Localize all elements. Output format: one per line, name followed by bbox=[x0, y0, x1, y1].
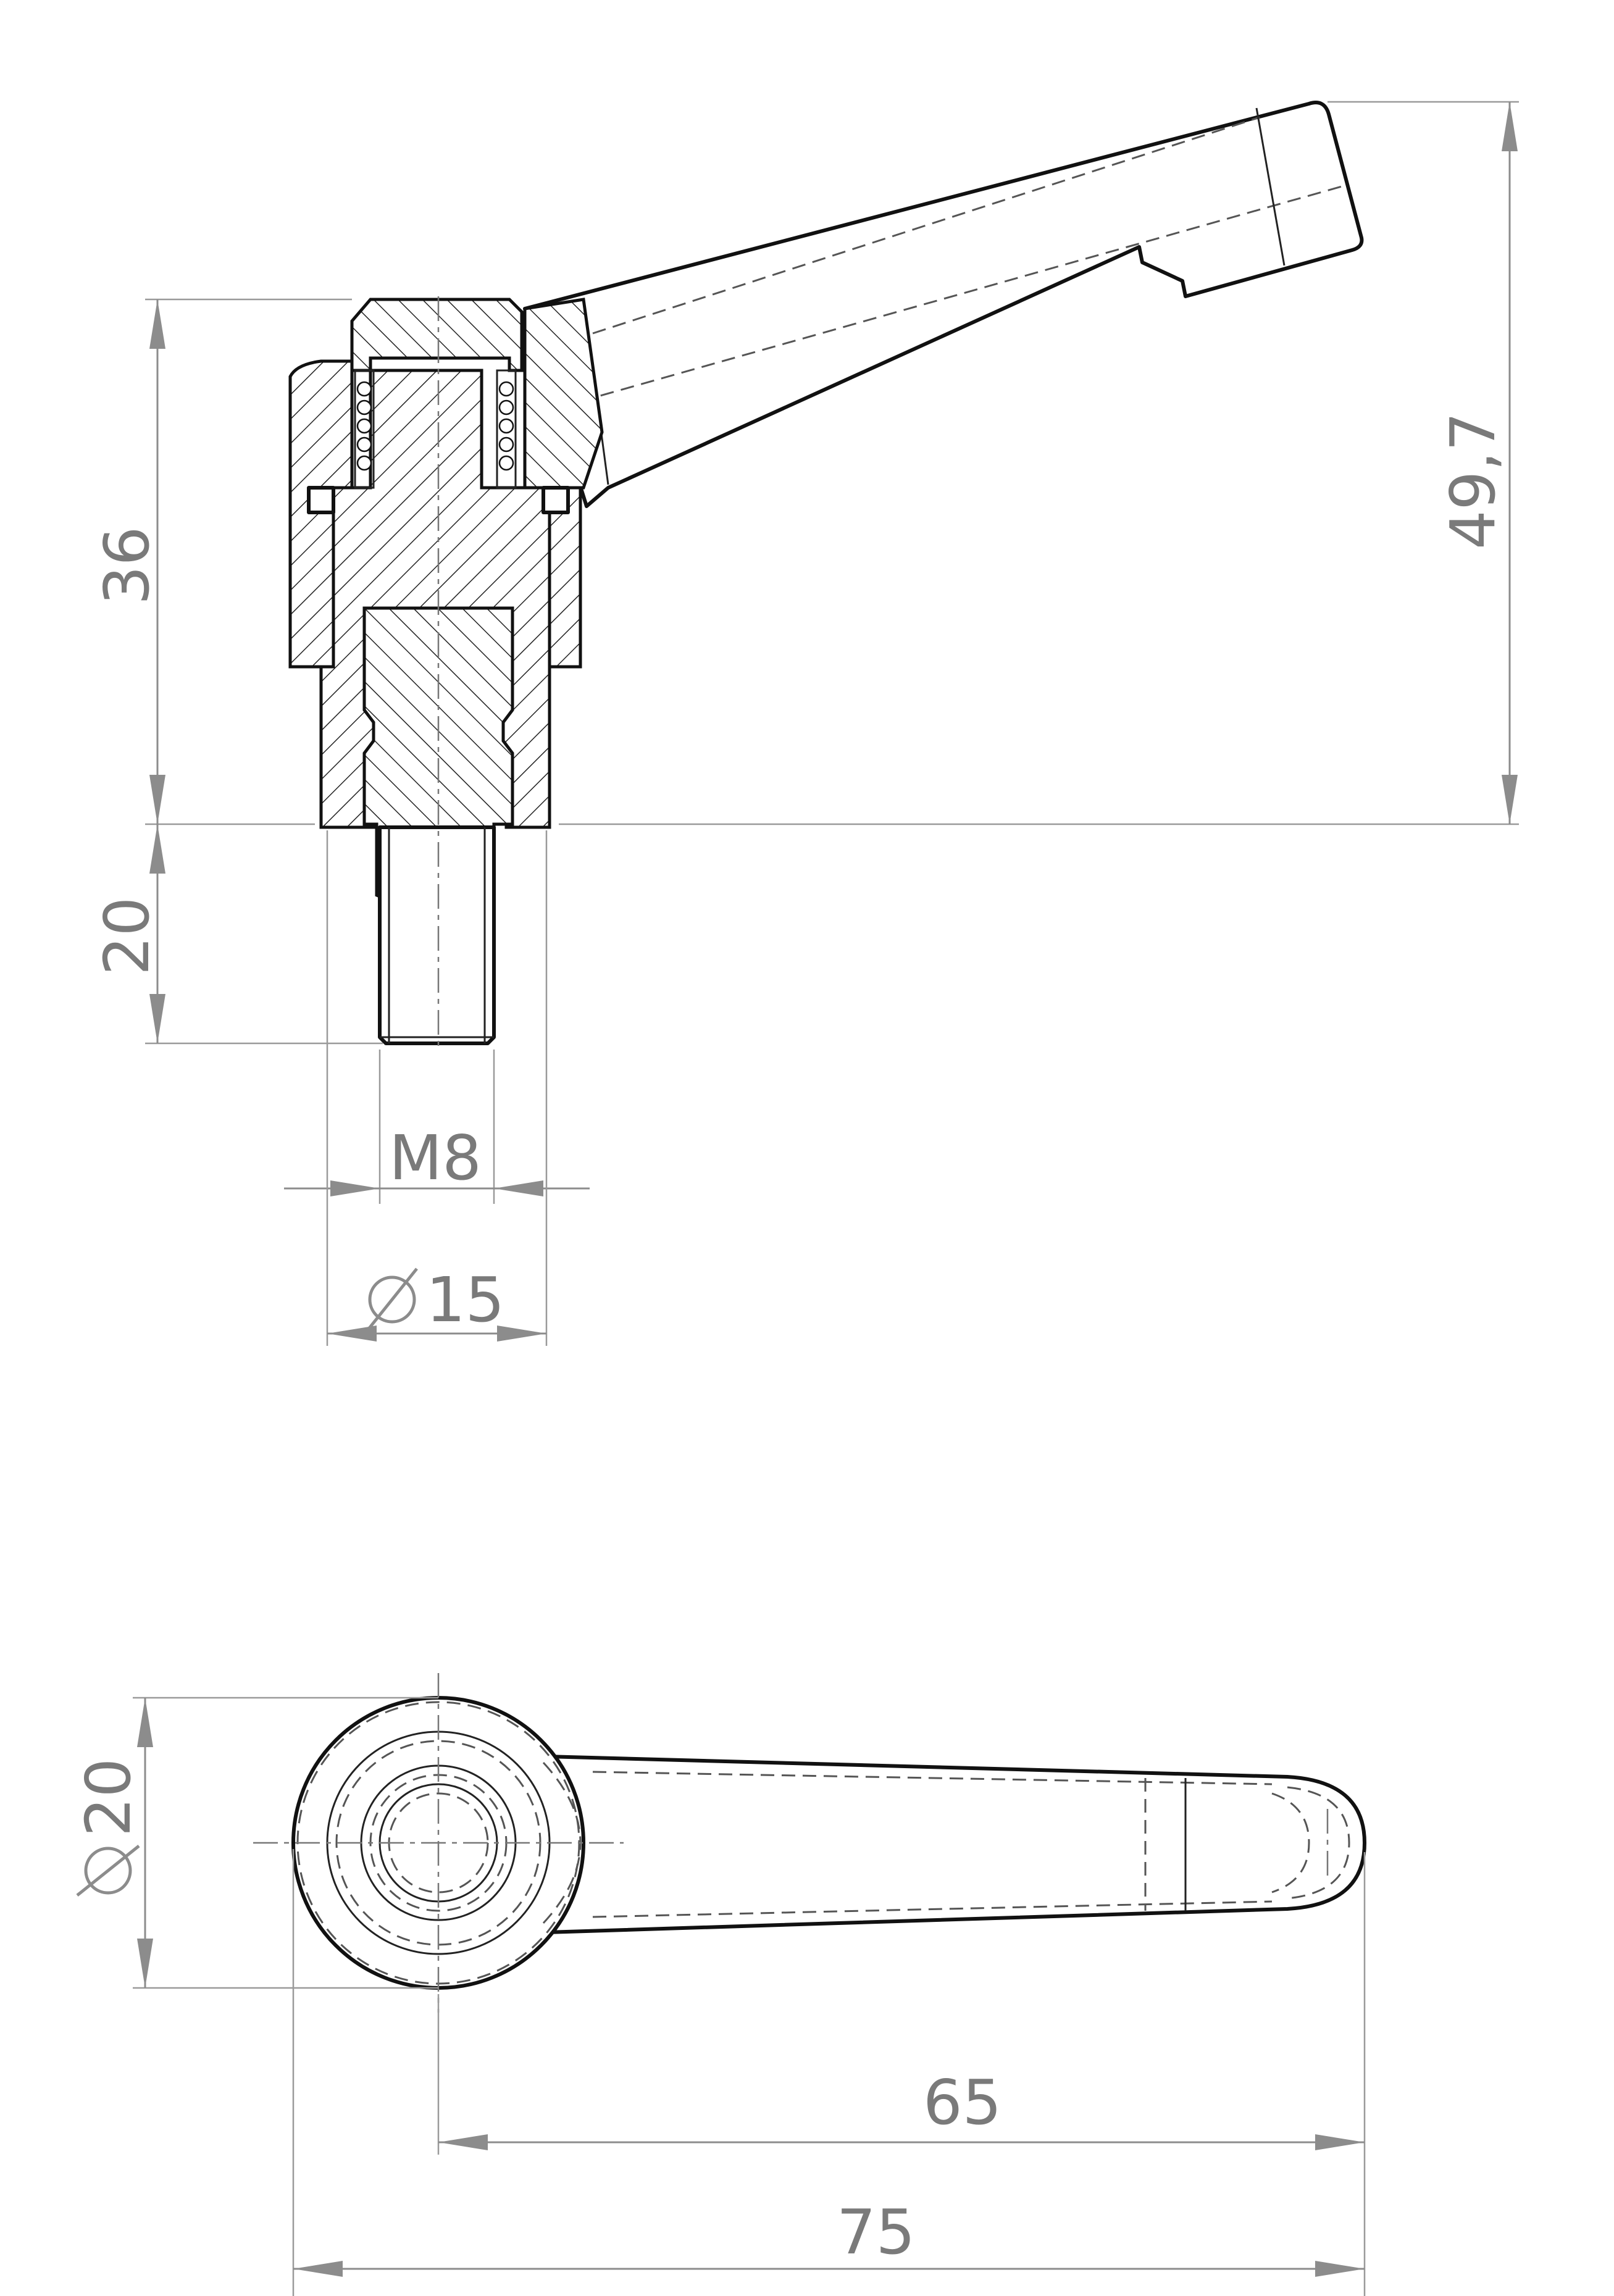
top-view bbox=[253, 1673, 1366, 2013]
top-lever-arm bbox=[545, 1755, 1366, 1934]
dim-overall-length: 75 bbox=[837, 2196, 915, 2268]
lever-centerline bbox=[580, 184, 1347, 403]
dim-thread-length: 20 bbox=[91, 897, 163, 975]
dim-thread-size: M8 bbox=[389, 1122, 482, 1194]
dim-overall-height: 49,7 bbox=[1437, 412, 1509, 549]
dim-head-diameter: 20 bbox=[72, 1758, 144, 1837]
notch-right bbox=[541, 486, 570, 514]
spring-right bbox=[496, 369, 517, 489]
dim-body-height: 36 bbox=[91, 527, 163, 605]
threaded-stud bbox=[378, 825, 496, 1045]
lever-arm bbox=[523, 101, 1364, 508]
lever-grip-line bbox=[1255, 107, 1286, 266]
top-cap bbox=[350, 298, 524, 372]
top-view-dimensions: 20 65 75 bbox=[72, 1697, 1366, 2296]
diameter-symbol-15 bbox=[366, 1267, 418, 1332]
side-section-view bbox=[288, 101, 1364, 1050]
diameter-symbol-20 bbox=[76, 1845, 140, 1897]
dim-lever-length: 65 bbox=[923, 2066, 1001, 2139]
dim-shank-diameter: 15 bbox=[426, 1264, 504, 1336]
lever-inner-line bbox=[592, 116, 1260, 335]
spring-left bbox=[354, 369, 375, 489]
side-view-dimensions: 49,7 36 20 M8 15 bbox=[91, 101, 1519, 1346]
notch-left bbox=[307, 486, 335, 514]
